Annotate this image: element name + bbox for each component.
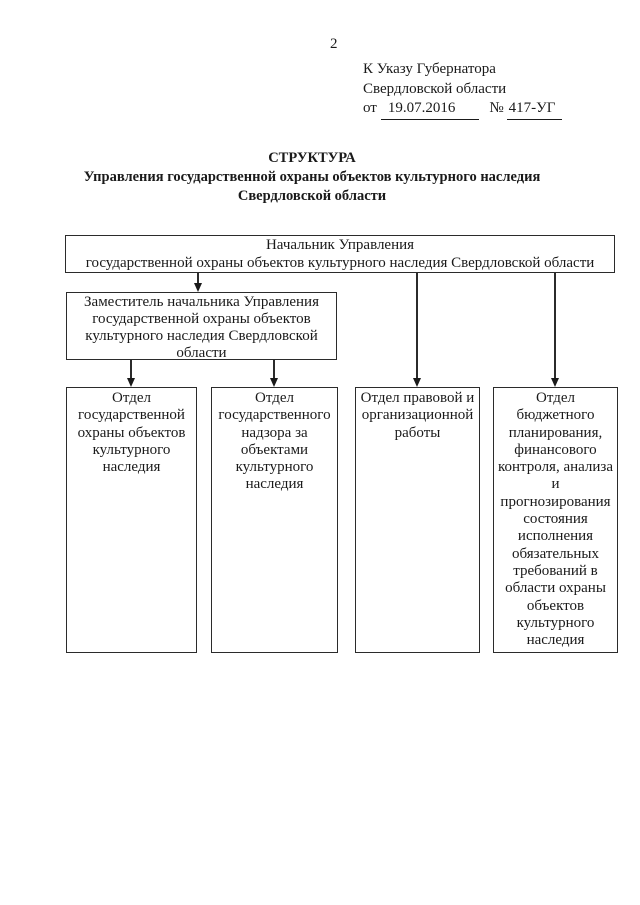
- decree-number: 417-УГ: [506, 99, 563, 120]
- connector-line-chief-dept4: [554, 273, 556, 379]
- decree-reference-line1: К Указу Губернатора: [363, 61, 496, 77]
- org-box-department-budget: Отдел бюджетного планирования, финансово…: [493, 387, 618, 653]
- org-box-department-legal: Отдел правовой и организационной работы: [355, 387, 480, 653]
- arrow-down-icon: [126, 378, 135, 387]
- connector-line-deputy-dept1: [130, 360, 132, 379]
- document-title-line1: СТРУКТУРА: [268, 150, 356, 166]
- connector-line-chief-dept3: [416, 273, 418, 379]
- decree-reference-line2: Свердловской области: [363, 80, 507, 97]
- org-box-deputy: Заместитель начальника Управления госуда…: [66, 292, 337, 361]
- arrow-down-icon: [412, 378, 421, 387]
- document-title-line2: Управления государственной охраны объект…: [83, 168, 541, 185]
- org-box-chief-line1: Начальник Управления: [265, 237, 415, 253]
- decree-date: 19.07.2016: [380, 99, 480, 120]
- org-box-chief-line2: государственной охраны объектов культурн…: [85, 254, 595, 271]
- org-box-department-state-protection: Отдел государственной охраны объектов ку…: [66, 387, 197, 653]
- number-sign: №: [489, 100, 504, 116]
- org-box-department-state-supervision: Отдел государственного надзора за объект…: [211, 387, 338, 653]
- decree-reference: К Указу Губернатора Свердловской области…: [363, 60, 563, 120]
- connector-line-chief-deputy: [197, 273, 199, 285]
- arrow-down-icon: [193, 283, 202, 292]
- arrow-down-icon: [269, 378, 278, 387]
- document-title-line3: Свердловской области: [237, 187, 387, 204]
- arrow-down-icon: [550, 378, 559, 387]
- connector-line-deputy-dept2: [273, 360, 275, 379]
- org-box-chief: Начальник Управления государственной охр…: [65, 235, 615, 273]
- page-number: 2: [330, 36, 338, 52]
- decree-date-prefix: от: [363, 100, 377, 116]
- document-title: СТРУКТУРА Управления государственной охр…: [10, 149, 614, 205]
